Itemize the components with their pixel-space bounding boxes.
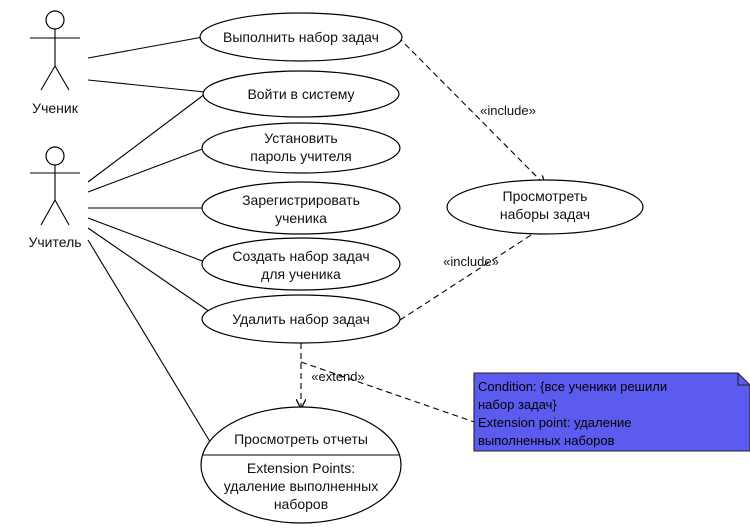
note-line-4: выполненных наборов (478, 433, 615, 448)
note-line-1: Condition: {все ученики решили (478, 379, 667, 394)
extend-label: «extend» (311, 369, 365, 384)
use-case-reports-ext-2: удаление выполненных (224, 478, 378, 494)
condition-note: Condition: {все ученики решили набор зад… (473, 372, 750, 452)
student-head (45, 10, 65, 30)
use-case-reports-ext-1: Extension Points: (247, 460, 355, 476)
note-anchor-line (300, 361, 481, 425)
use-case-register-line2: ученика (275, 210, 327, 226)
include-1-label: «include» (480, 103, 536, 118)
actor-student: Ученик (30, 10, 80, 116)
assoc-teacher-delete (87, 227, 211, 313)
use-case-set-password-line2: пароль учителя (250, 148, 351, 164)
associations (87, 36, 216, 451)
use-case-set-password-line1: Установить (264, 130, 337, 146)
include-2-label: «include» (443, 254, 499, 269)
use-case-register: Зарегистрировать ученика (201, 181, 401, 235)
assoc-teacher-set-password (87, 147, 206, 193)
assoc-student-perform (87, 36, 204, 59)
actor-teacher: Учитель (28, 146, 82, 250)
use-case-perform-label: Выполнить набор задач (223, 29, 379, 45)
teacher-label: Учитель (28, 234, 81, 250)
use-case-view-sets-line2: наборы задач (500, 206, 590, 222)
use-case-delete: Удалить набор задач (201, 294, 401, 344)
use-case-reports-title: Просмотреть отчеты (234, 431, 368, 447)
student-label: Ученик (32, 100, 79, 116)
use-case-delete-label: Удалить набор задач (232, 311, 369, 327)
use-case-create-line1: Создать набор задач (232, 248, 369, 264)
include-2-arrow (399, 226, 545, 321)
use-case-register-line1: Зарегистрировать (242, 192, 360, 208)
dependencies (300, 36, 545, 425)
use-case-create-line2: для ученика (261, 266, 341, 282)
note-line-2: набор задач} (478, 397, 557, 412)
note-fold (737, 373, 750, 386)
use-case-perform: Выполнить набор задач (199, 12, 403, 62)
include-1-arrow (397, 36, 545, 185)
assoc-student-login (87, 79, 206, 93)
student-leg-right (54, 65, 70, 91)
use-case-view-sets: Просмотреть наборы задач (446, 179, 644, 235)
use-case-reports: Просмотреть отчеты Extension Points: уда… (200, 406, 402, 524)
use-case-view-sets-line1: Просмотреть (503, 188, 588, 204)
use-case-login-label: Войти в систему (247, 86, 354, 102)
assoc-teacher-reports (87, 239, 216, 451)
teacher-leg-right (54, 199, 70, 226)
note-line-3: Extension point: удаление (478, 415, 632, 430)
assoc-teacher-create (87, 217, 206, 263)
use-case-create: Создать набор задач для ученика (201, 237, 401, 291)
use-case-login: Войти в систему (202, 70, 400, 118)
note-shape (473, 372, 750, 452)
student-leg-left (40, 65, 56, 91)
use-case-reports-ext-3: наборов (274, 496, 328, 512)
teacher-head (45, 146, 65, 166)
assoc-teacher-login (87, 93, 206, 183)
use-case-set-password: Установить пароль учителя (201, 122, 401, 174)
teacher-leg-left (40, 199, 56, 226)
